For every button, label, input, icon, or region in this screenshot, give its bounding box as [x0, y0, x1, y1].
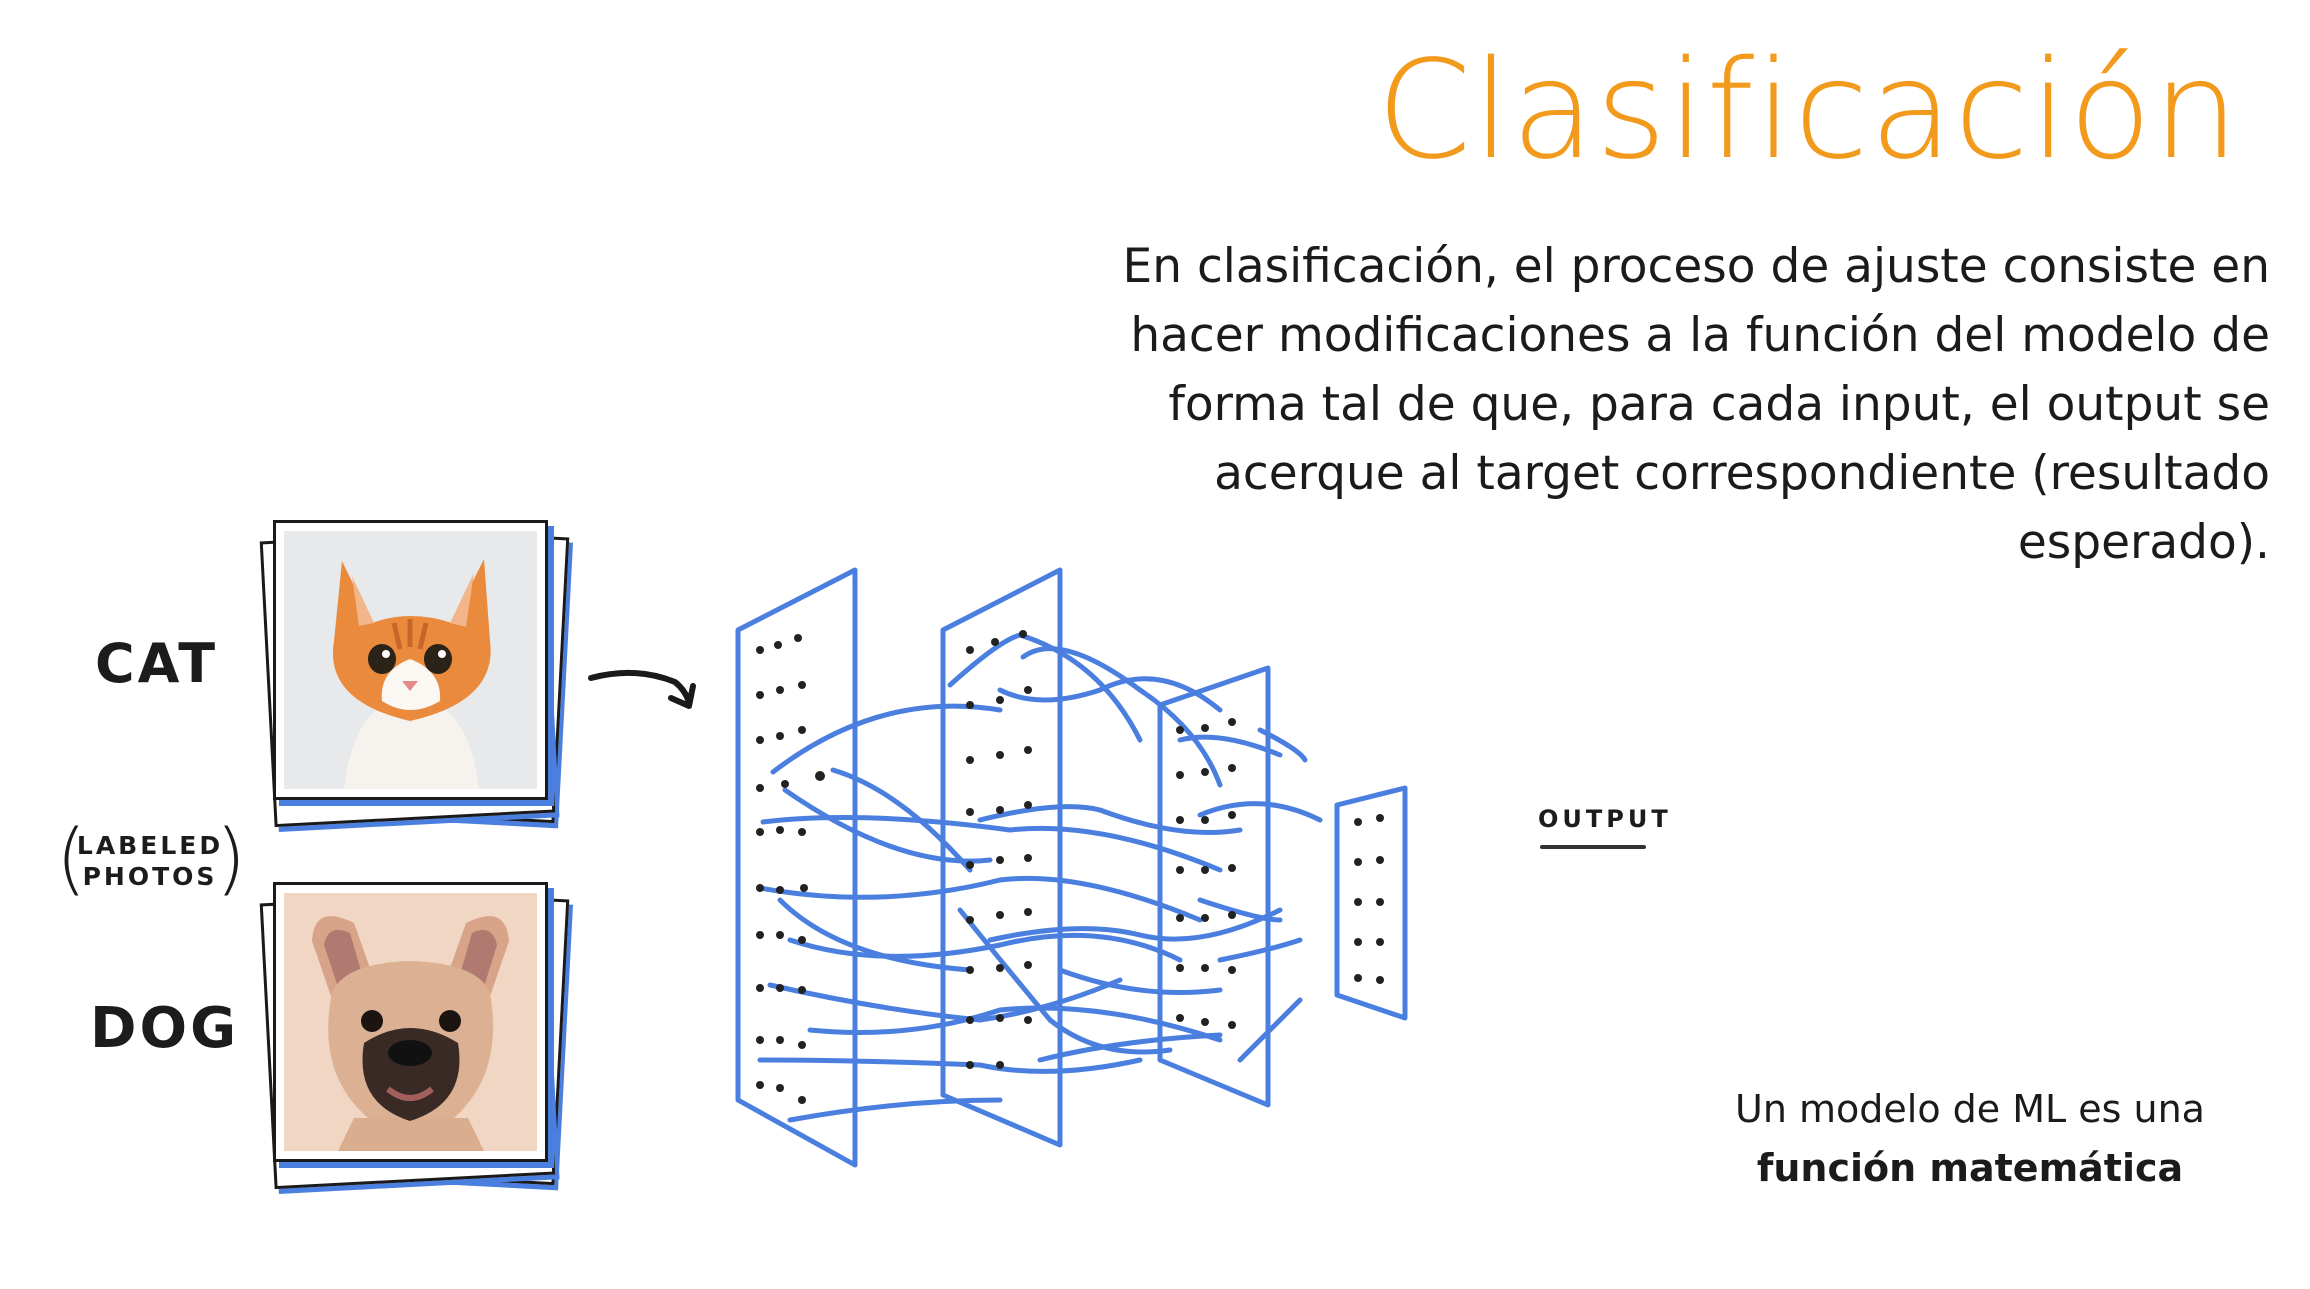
labeled-photos-line2: PHOTOS — [82, 862, 218, 891]
note-prefix: Un modelo de ML es una — [1735, 1087, 2205, 1131]
cat-label: CAT — [95, 632, 219, 695]
cat-photo-icon — [273, 520, 548, 800]
output-underline — [1540, 845, 1646, 849]
note-bold: función matemática — [1756, 1146, 2184, 1190]
layer-2-panel — [940, 567, 1063, 1148]
cat-photo-stack — [259, 520, 573, 830]
arrow-icon — [588, 669, 696, 709]
labeled-photos-line1: LABELED — [76, 831, 224, 860]
close-paren: ) — [215, 814, 246, 904]
layer-3-panel — [1157, 665, 1271, 1108]
layer-1-panel — [735, 567, 858, 1168]
note-text: Un modelo de ML es una función matemátic… — [1700, 1080, 2240, 1198]
output-label: OUTPUT — [1538, 805, 1672, 833]
dog-photo-stack — [259, 882, 573, 1192]
layer-4-panel — [1334, 785, 1408, 1021]
dog-label: DOG — [90, 996, 240, 1061]
neural-network-icon — [735, 567, 1408, 1168]
dog-photo-icon — [273, 882, 548, 1162]
open-paren: ( — [56, 814, 87, 904]
labeled-photos-label: ( LABELED PHOTOS ) — [56, 814, 246, 904]
body-paragraph: En clasificación, el proceso de ajuste c… — [1122, 239, 2270, 570]
slide-title: Clasificación — [1376, 32, 2240, 190]
